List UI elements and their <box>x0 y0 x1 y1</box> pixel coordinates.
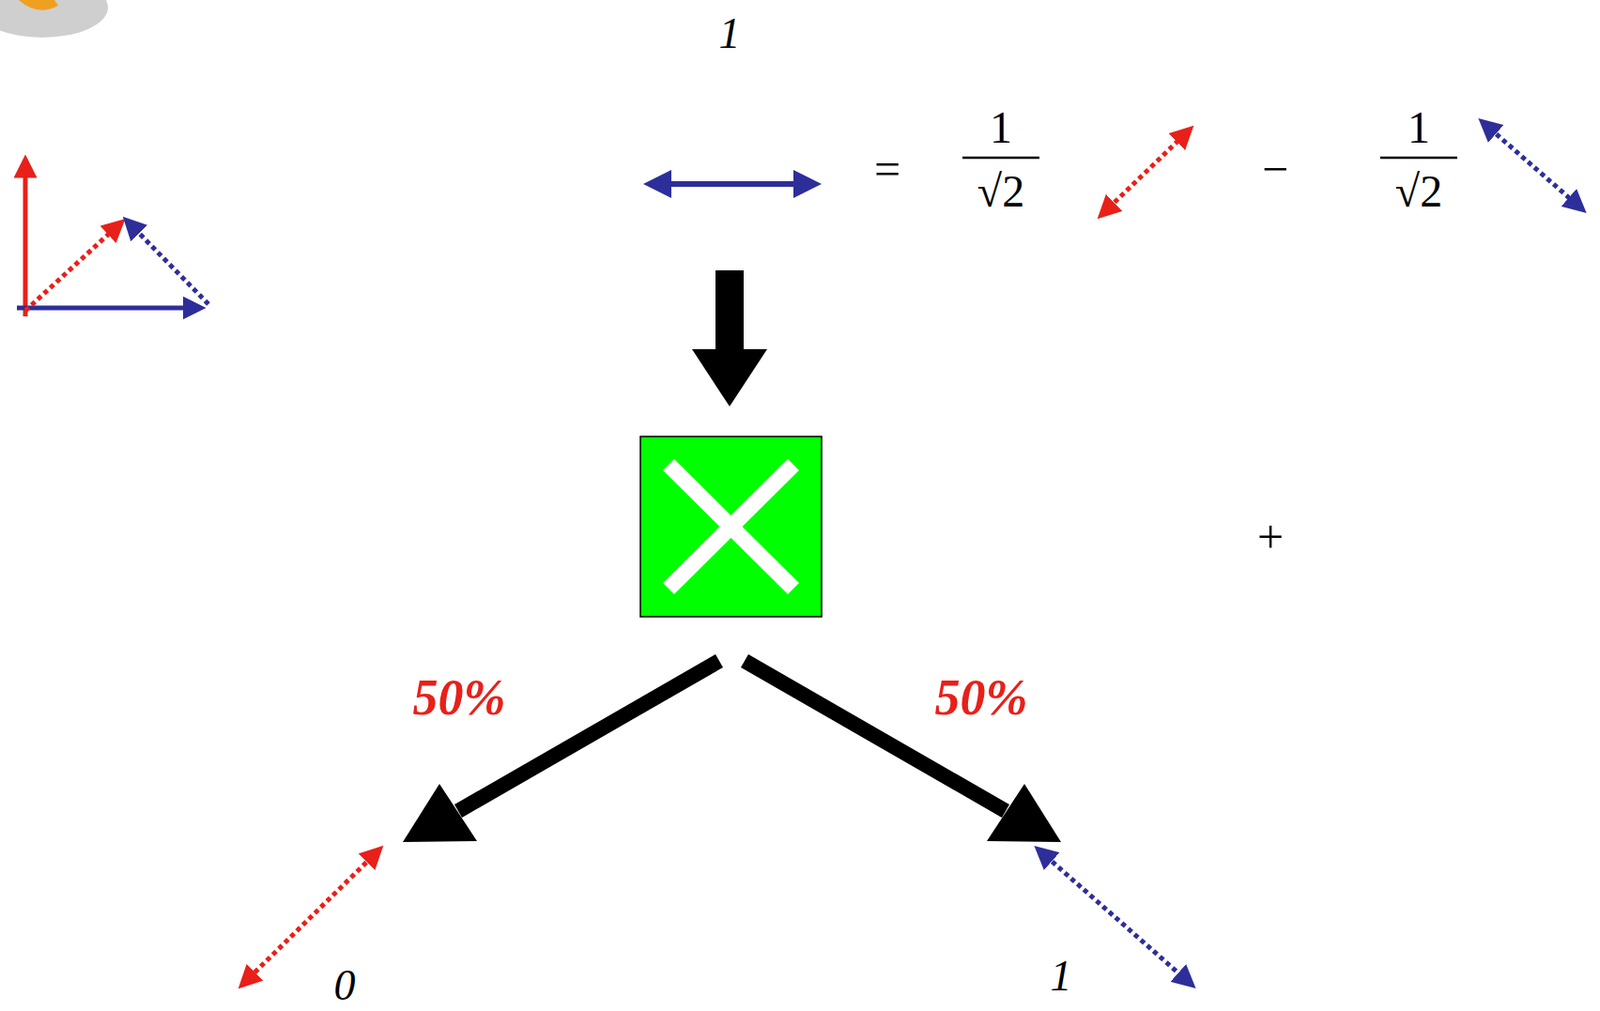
fraction-denominator: √2 <box>1395 169 1443 215</box>
diagonal-polarization <box>1102 130 1189 215</box>
diagonal-polarization <box>243 850 379 985</box>
state-value: 1 <box>719 12 741 56</box>
fraction-bar <box>1380 156 1458 160</box>
branch-arrow <box>744 661 1062 843</box>
fraction-numerator: 1 <box>989 105 1013 151</box>
branch-arrow <box>402 661 720 843</box>
horizontal-polarization <box>651 181 814 187</box>
measurement-box <box>640 436 822 617</box>
minus-sign: − <box>1261 145 1289 193</box>
outcome-value: 1 <box>1050 954 1073 999</box>
probability-label: 50% <box>413 672 507 724</box>
fraction-denominator: √2 <box>977 169 1025 215</box>
equals-sign: = <box>874 145 901 193</box>
probability-label: 50% <box>935 672 1029 724</box>
antidiagonal-polarization <box>1483 123 1582 209</box>
fraction-bar <box>962 156 1040 160</box>
down-arrow <box>692 270 768 407</box>
fraction-numerator: 1 <box>1407 105 1431 151</box>
corner-icon <box>0 0 108 38</box>
outcome-value: 0 <box>334 964 356 1008</box>
plus-sign: + <box>1257 513 1284 561</box>
polarization-axes <box>16 161 209 317</box>
